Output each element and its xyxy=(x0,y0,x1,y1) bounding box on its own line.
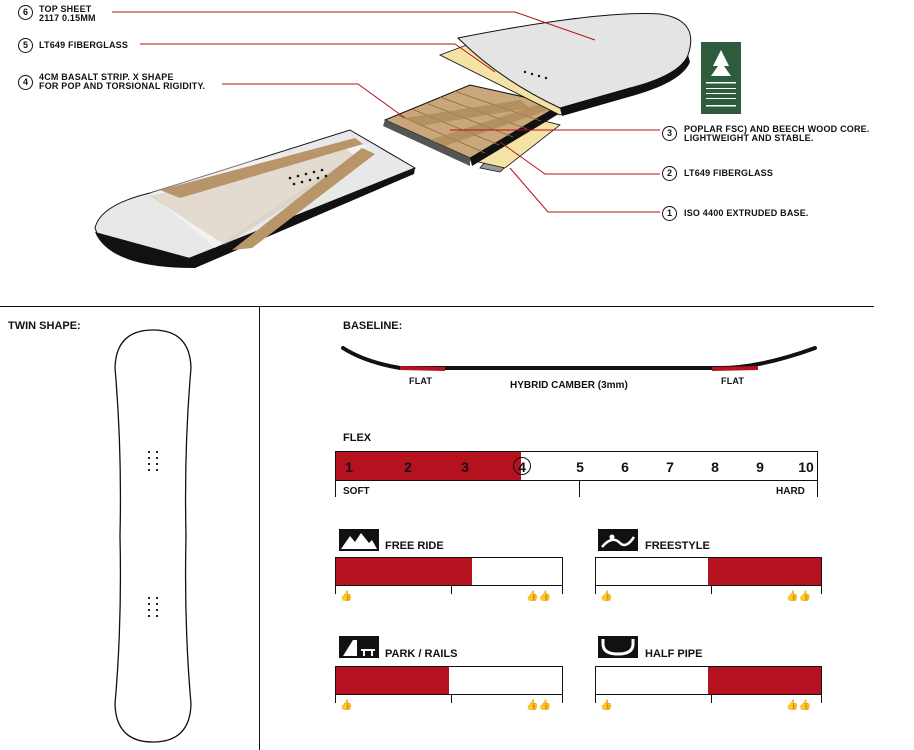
flex-title: FLEX xyxy=(343,432,372,444)
mountains-icon xyxy=(339,529,379,551)
tick xyxy=(451,695,452,703)
callout-label: LT649 FIBERGLASS xyxy=(39,40,129,50)
baseline-title: BASELINE: xyxy=(343,320,403,332)
freestyle-icon xyxy=(598,529,638,551)
tick xyxy=(821,586,822,594)
callout-number: 4 xyxy=(18,75,33,90)
flat-right-label: FLAT xyxy=(721,376,745,386)
flex-scale-number: 3 xyxy=(461,459,469,475)
tick xyxy=(562,695,563,703)
park-rails-icon xyxy=(339,636,379,658)
thumbs-up-icon: 👍 xyxy=(340,591,353,602)
thumbs-up-double-icon: 👍👍 xyxy=(786,591,811,602)
twin-shape-board xyxy=(114,329,192,743)
flex-scale-number: 2 xyxy=(404,459,412,475)
leader-lines xyxy=(112,11,660,213)
tick xyxy=(711,695,712,703)
rating-bar xyxy=(595,666,822,695)
flex-scale-number: 7 xyxy=(666,459,674,475)
rating-bar xyxy=(595,557,822,586)
thumbs-up-double-icon: 👍👍 xyxy=(526,591,551,602)
half-pipe-icon xyxy=(598,636,638,658)
flex-scale-number: 10 xyxy=(798,459,814,475)
callout-sublabel: 2117 0.15MM xyxy=(39,13,96,23)
flex-scale-number: 1 xyxy=(345,459,353,475)
callout-number: 1 xyxy=(662,206,677,221)
callout-label: 4CM BASALT STRIP. X SHAPE xyxy=(39,72,174,82)
rating-bar xyxy=(335,557,563,586)
exploded-board-diagram xyxy=(94,11,741,268)
rating-bar-fill xyxy=(336,667,449,694)
thumbs-up-icon: 👍 xyxy=(600,591,613,602)
callout-label: POPLAR FSC) AND BEECH WOOD CORE. xyxy=(684,124,870,134)
flex-baseline-right-tick xyxy=(817,481,818,497)
flex-marker-ring xyxy=(513,457,531,475)
thumbs-up-icon: 👍 xyxy=(600,700,613,711)
rating-label: FREESTYLE xyxy=(645,540,710,552)
callout-sublabel: LIGHTWEIGHT AND STABLE. xyxy=(684,133,814,143)
tick xyxy=(335,695,336,703)
wood-core-layer xyxy=(383,84,562,166)
flex-scale-number: 9 xyxy=(756,459,764,475)
tick xyxy=(335,586,336,594)
callout-sublabel: FOR POP AND TORSIONAL RIGIDITY. xyxy=(39,81,206,91)
callout-number: 5 xyxy=(18,38,33,53)
rating-bar-fill xyxy=(708,558,821,585)
thumbs-up-icon: 👍 xyxy=(340,700,353,711)
tick xyxy=(451,586,452,594)
flex-baseline-left-tick xyxy=(335,481,336,497)
tick xyxy=(711,586,712,594)
rating-label: HALF PIPE xyxy=(645,648,703,660)
baseline-profile-label: HYBRID CAMBER (3mm) xyxy=(510,380,628,391)
flex-fill xyxy=(336,452,521,480)
rating-label: PARK / RAILS xyxy=(385,648,458,660)
top-sheet-layer xyxy=(456,13,692,116)
rating-label: FREE RIDE xyxy=(385,540,444,552)
callout-label: ISO 4400 EXTRUDED BASE. xyxy=(684,208,809,218)
tick xyxy=(595,586,596,594)
vertical-divider xyxy=(259,306,260,750)
tick xyxy=(562,586,563,594)
horizontal-divider xyxy=(0,306,874,307)
fsc-logo xyxy=(701,42,741,114)
callout-label: TOP SHEET xyxy=(39,4,92,14)
flex-scale-number: 6 xyxy=(621,459,629,475)
rating-bar-fill xyxy=(336,558,472,585)
flex-scale-number: 8 xyxy=(711,459,719,475)
baseline-profile xyxy=(341,346,817,371)
flat-left-label: FLAT xyxy=(409,376,433,386)
callout-number: 6 xyxy=(18,5,33,20)
twin-shape-title: TWIN SHAPE: xyxy=(8,320,81,332)
callout-number: 2 xyxy=(662,166,677,181)
rating-bar xyxy=(335,666,563,695)
flex-soft-label: SOFT xyxy=(343,486,370,497)
callout-label: LT649 FIBERGLASS xyxy=(684,168,774,178)
thumbs-up-double-icon: 👍👍 xyxy=(526,700,551,711)
flex-hard-label: HARD xyxy=(776,486,805,497)
tick xyxy=(821,695,822,703)
callout-number: 3 xyxy=(662,126,677,141)
flex-scale-number: 5 xyxy=(576,459,584,475)
thumbs-up-double-icon: 👍👍 xyxy=(786,700,811,711)
tick xyxy=(595,695,596,703)
board-base-layer xyxy=(94,129,417,268)
flex-baseline-mid-tick xyxy=(579,481,580,497)
rating-bar-fill xyxy=(708,667,821,694)
